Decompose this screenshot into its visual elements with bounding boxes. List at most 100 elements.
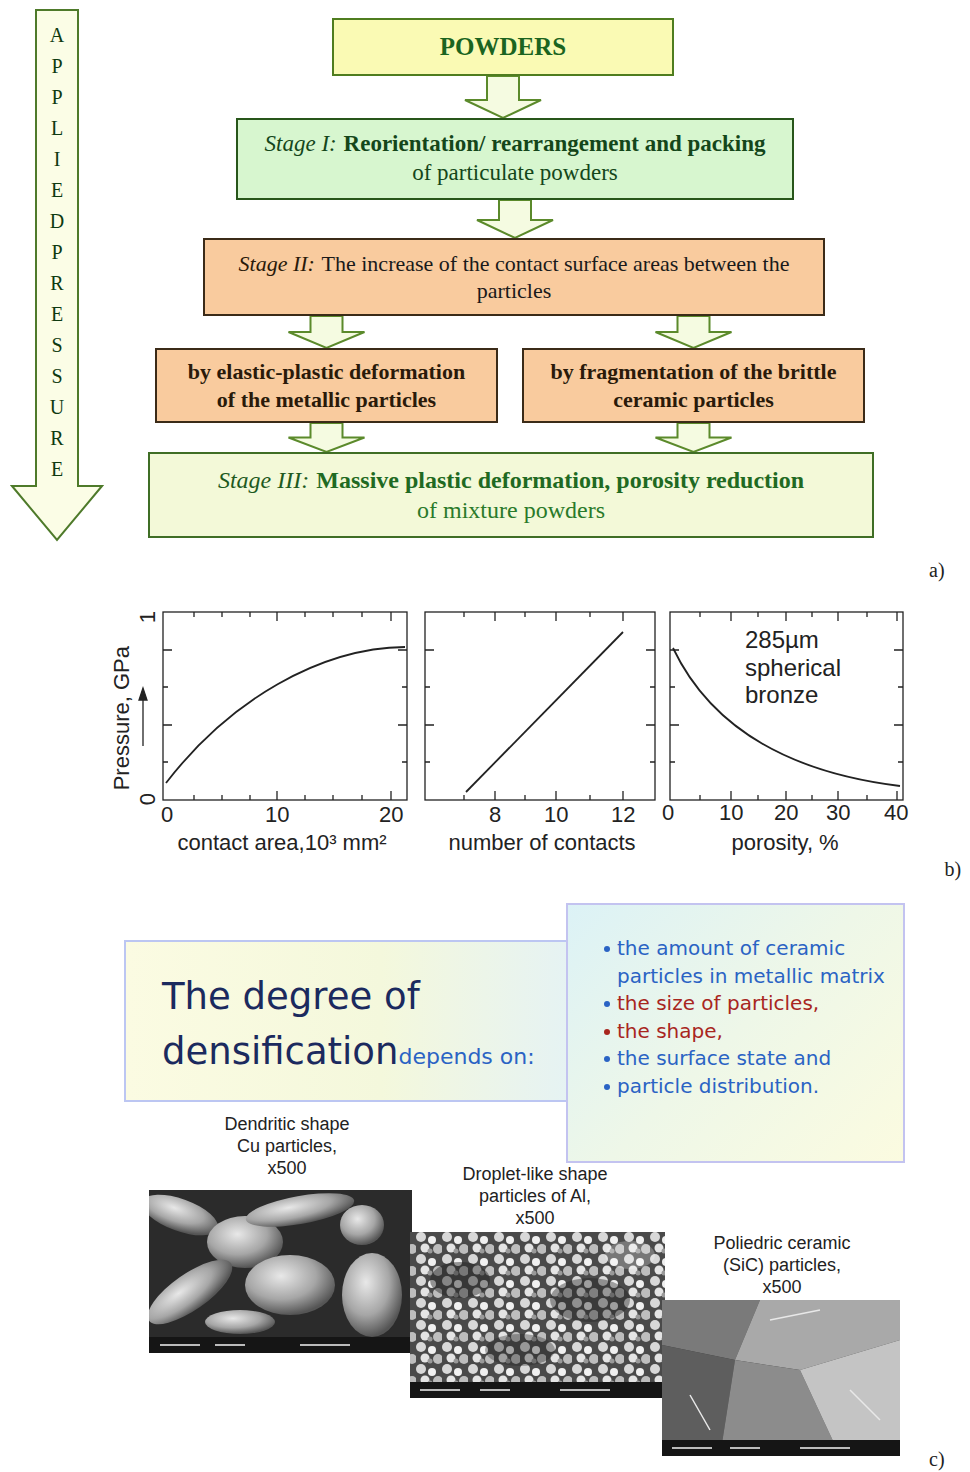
tick-marks: [163, 612, 407, 800]
stage-body: of mixture powders: [218, 495, 804, 525]
text-group: the amount of ceramic particles in metal…: [617, 935, 897, 1100]
text-group: The degree of densificationdepends on:: [162, 973, 572, 1083]
process-box: Stage I: Reorientation/ rearrangement and…: [236, 118, 794, 200]
process-box: POWDERS: [332, 18, 674, 76]
data-curve: [166, 647, 405, 783]
panel-label: b): [945, 857, 962, 881]
shadow: [430, 1262, 490, 1298]
tick-marks: [670, 612, 903, 800]
block-arrow: [289, 316, 365, 348]
stage-body: The increase of the contact surface area…: [322, 251, 790, 304]
shadow: [550, 1278, 630, 1322]
box-text: by fragmentation of the brittle ceramic …: [551, 359, 837, 412]
data-bar-marks: [672, 1447, 850, 1449]
image-caption: Poliedric ceramic (SiC) particles, x500: [710, 1232, 855, 1298]
axis-title: number of contacts: [449, 830, 636, 856]
vertical-text: APPLIED PRESSURE: [49, 20, 65, 485]
facet: [800, 1340, 900, 1456]
particle: [340, 1205, 384, 1245]
axis-title: contact area,10³ mm²: [178, 830, 387, 856]
plot-frame: [425, 612, 655, 800]
data-bar: [410, 1382, 665, 1398]
process-box: by fragmentation of the brittle ceramic …: [522, 348, 865, 423]
block-arrow: [656, 423, 732, 452]
particle: [205, 1310, 275, 1334]
block-arrow: [656, 316, 732, 348]
bullet: [604, 1001, 610, 1007]
text-group: POWDERS: [440, 31, 566, 62]
list-item: the surface state and: [617, 1045, 897, 1073]
plot-frame: [163, 612, 407, 800]
axis-arrow: [142, 698, 143, 746]
tick-label: 30: [826, 800, 850, 826]
tick-label: 12: [611, 802, 635, 828]
box-title: The degree of densification: [162, 975, 420, 1073]
tick-label: 0: [135, 793, 161, 805]
sem-photo: [149, 1190, 412, 1353]
text-group: Stage II: The increase of the contact sur…: [215, 250, 813, 305]
tick-label: 1: [135, 611, 161, 623]
block-arrow: [465, 76, 541, 118]
list-item-text: the surface state and: [617, 1045, 897, 1073]
edge-line: [690, 1310, 880, 1430]
axis-title: porosity, %: [732, 830, 839, 856]
bullet: [604, 1084, 610, 1090]
text-group: APPLIED PRESSURE: [10, 20, 104, 485]
list-item: the amount of ceramic particles in metal…: [617, 935, 897, 990]
tick-label: 0: [662, 800, 674, 826]
tick-label: 8: [489, 802, 501, 828]
list-item: the shape,: [617, 1018, 897, 1046]
stage-heading: Massive plastic deformation, porosity re…: [316, 467, 804, 493]
data-curve: [466, 632, 623, 792]
text-group: Stage III: Massive plastic deformation, p…: [218, 465, 804, 525]
block-arrow: [289, 423, 365, 452]
tick-label: 0: [161, 802, 173, 828]
bullet: [604, 1056, 610, 1062]
block-arrow: [477, 200, 553, 238]
photo-ground: [410, 1232, 665, 1398]
tick-marks: [425, 612, 655, 800]
chart-panel: [139, 612, 903, 800]
tick-label: 10: [544, 802, 568, 828]
plot-frame: [670, 612, 903, 800]
axis-title: Pressure, GPa: [109, 646, 135, 790]
image-caption: Droplet-like shape particles of Al, x500: [460, 1163, 611, 1229]
tick-label: 20: [379, 802, 403, 828]
shadow: [485, 1334, 555, 1366]
text-group: by fragmentation of the brittle ceramic …: [549, 358, 839, 413]
particle: [342, 1253, 402, 1337]
pressure-arrow: APPLIED PRESSURE: [10, 8, 104, 542]
box-subtitle: depends on:: [398, 1044, 534, 1069]
particle: [245, 1255, 335, 1315]
axis-arrowhead: [139, 688, 147, 700]
stage-label: Stage I:: [265, 131, 337, 156]
process-box: Stage III: Massive plastic deformation, p…: [148, 452, 874, 538]
chart-note: 285µm spherical bronze: [745, 626, 880, 709]
tick-label: 40: [884, 800, 908, 826]
image-caption: Dendritic shape Cu particles, x500: [220, 1113, 355, 1179]
stage-heading: Reorientation/ rearrangement and packing: [344, 131, 766, 156]
data-bar-marks: [420, 1389, 610, 1391]
list-item-text: the size of particles,: [617, 990, 897, 1018]
arrow-outline: [12, 10, 102, 540]
list-box: the amount of ceramic particles in metal…: [566, 903, 905, 1163]
sem-photo: [662, 1300, 900, 1456]
photo-ground: [662, 1300, 900, 1456]
text-group: Stage I: Reorientation/ rearrangement and…: [265, 130, 766, 188]
sem-photo: [410, 1232, 665, 1398]
box-text: by elastic-plastic deformation of the me…: [188, 359, 465, 412]
bullet: [604, 1029, 610, 1035]
list-item-text: the amount of ceramic particles in metal…: [617, 935, 897, 990]
data-bar-marks: [160, 1344, 350, 1346]
tick-label: 20: [774, 800, 798, 826]
list-item-text: the shape,: [617, 1018, 897, 1046]
stage-label: Stage III:: [218, 467, 309, 493]
stage-label: Stage II:: [239, 251, 315, 276]
stage-body: of particulate powders: [265, 159, 766, 188]
list-item-text: particle distribution.: [617, 1073, 897, 1101]
particle: [243, 1190, 356, 1233]
data-bar: [662, 1440, 900, 1456]
process-box: Stage II: The increase of the contact sur…: [203, 238, 825, 316]
